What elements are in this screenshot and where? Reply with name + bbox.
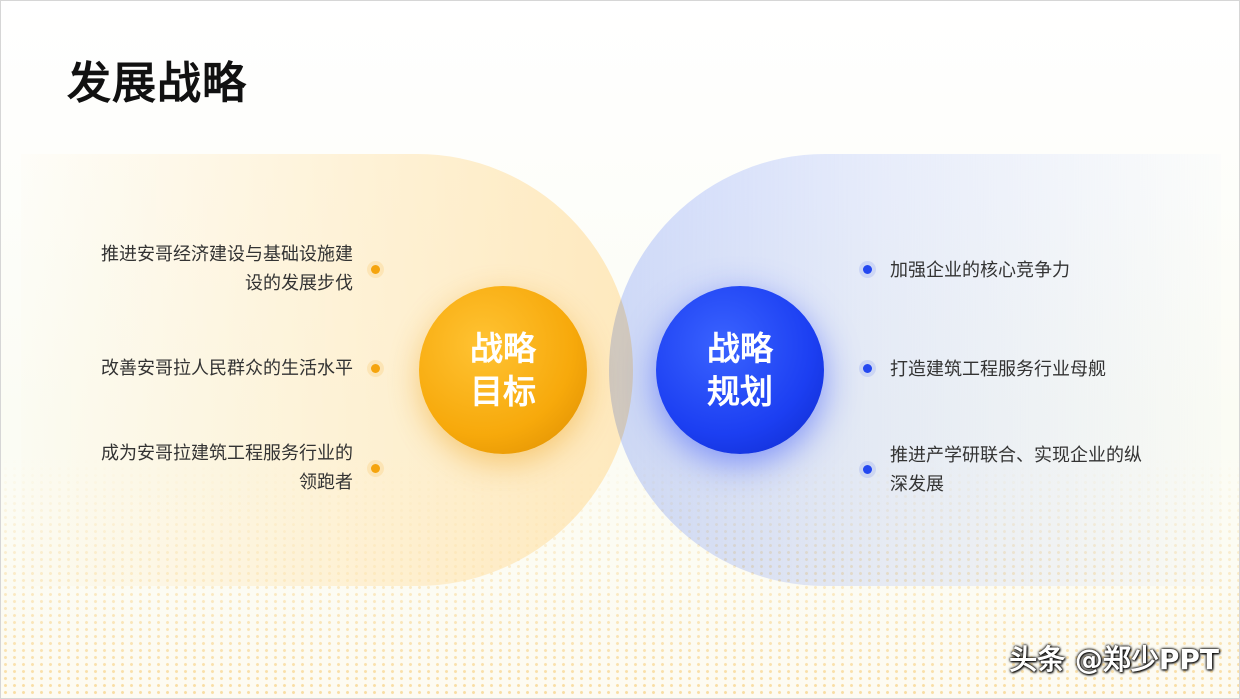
goal-bullet-dot-1 — [371, 265, 380, 274]
watermark-text: 头条 @郑少PPT — [1009, 643, 1219, 676]
plan-item-2: 打造建筑工程服务行业母舰 — [890, 355, 1180, 384]
goal-item-2-line1: 改善安哥拉人民群众的生活水平 — [101, 358, 353, 379]
strategy-planning-circle: 战略 规划 — [656, 286, 824, 454]
plan-bullet-dot-1 — [863, 265, 872, 274]
goal-item-3-line1: 成为安哥拉建筑工程服务行业的 — [101, 443, 353, 464]
plan-item-3-line1: 推进产学研联合、实现企业的纵 — [890, 445, 1142, 466]
plan-item-3: 推进产学研联合、实现企业的纵 深发展 — [890, 441, 1180, 499]
goal-bullet-dot-3 — [371, 464, 380, 473]
plan-item-1: 加强企业的核心竞争力 — [890, 256, 1180, 285]
plan-item-3-line2: 深发展 — [890, 474, 944, 495]
goal-bullet-dot-2 — [371, 364, 380, 373]
goals-circle-line1: 战略 — [470, 329, 536, 368]
page-title: 发展战略 — [67, 58, 247, 109]
planning-circle-line2: 规划 — [707, 372, 773, 411]
goal-item-3: 成为安哥拉建筑工程服务行业的 领跑者 — [63, 439, 353, 497]
plan-bullet-dot-3 — [863, 465, 872, 474]
strategy-goals-circle: 战略 目标 — [419, 286, 587, 454]
goal-item-2: 改善安哥拉人民群众的生活水平 — [63, 354, 353, 383]
goal-item-1-line2: 设的发展步伐 — [245, 273, 353, 294]
plan-bullet-dot-2 — [863, 364, 872, 373]
goal-item-1: 推进安哥经济建设与基础设施建 设的发展步伐 — [63, 240, 353, 298]
goal-item-3-line2: 领跑者 — [299, 472, 353, 493]
plan-item-2-line1: 打造建筑工程服务行业母舰 — [890, 359, 1106, 380]
goal-item-1-line1: 推进安哥经济建设与基础设施建 — [101, 244, 353, 265]
plan-item-1-line1: 加强企业的核心竞争力 — [890, 260, 1070, 281]
goals-circle-line2: 目标 — [470, 372, 536, 411]
planning-circle-line1: 战略 — [707, 329, 773, 368]
